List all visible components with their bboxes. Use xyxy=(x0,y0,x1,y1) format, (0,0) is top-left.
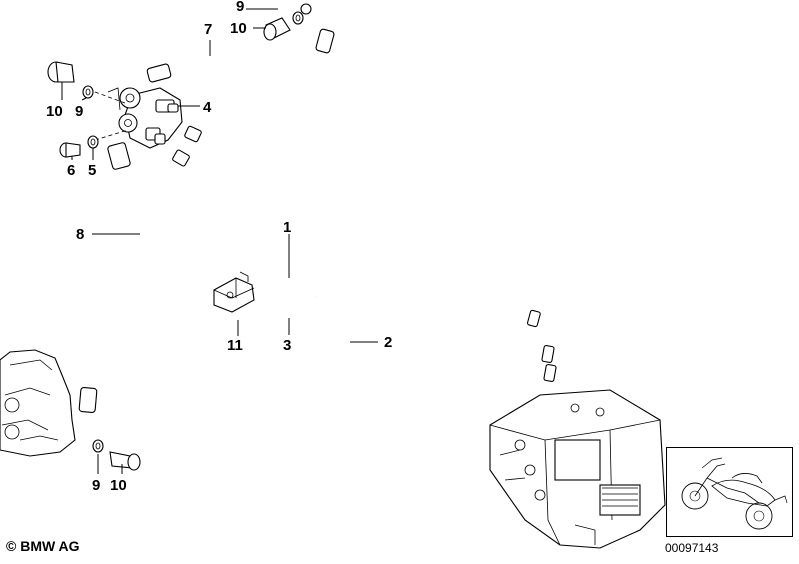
callout-11: 11 xyxy=(227,337,243,354)
brake-hose-7 xyxy=(146,3,335,83)
callout-8: 8 xyxy=(76,226,84,243)
motorcycle-thumbnail xyxy=(666,447,793,537)
distribution-piece-4 xyxy=(94,87,183,149)
callout-5: 5 xyxy=(88,162,96,179)
leader-lines xyxy=(61,8,378,474)
pipe-clamp-11 xyxy=(213,271,255,313)
hollow-bolt-top xyxy=(263,11,304,41)
motorcycle-icon xyxy=(681,457,788,530)
callout-10-left: 10 xyxy=(46,103,63,120)
brake-pipe-2 xyxy=(315,295,541,402)
callout-6: 6 xyxy=(67,162,75,179)
copyright-text: © BMW AG xyxy=(6,538,80,554)
hollow-bolt-left xyxy=(47,61,94,99)
callout-2: 2 xyxy=(384,334,392,351)
screw-6-washer-5 xyxy=(59,135,99,158)
callout-3: 3 xyxy=(283,337,291,354)
callout-10-bottom: 10 xyxy=(110,477,127,494)
abs-pressure-modulator xyxy=(489,389,666,549)
callout-4: 4 xyxy=(203,99,212,116)
diagram-number: 00097143 xyxy=(665,541,719,555)
hollow-bolt-bottom xyxy=(92,439,141,471)
callout-1: 1 xyxy=(283,219,291,236)
brake-hose-8 xyxy=(78,142,158,441)
callout-9-bottom: 9 xyxy=(92,477,100,494)
callout-10-top: 10 xyxy=(230,20,247,37)
brake-caliper xyxy=(0,349,76,457)
callout-7: 7 xyxy=(204,21,212,38)
callout-9-left: 9 xyxy=(75,103,83,120)
callout-9-top: 9 xyxy=(236,0,244,15)
